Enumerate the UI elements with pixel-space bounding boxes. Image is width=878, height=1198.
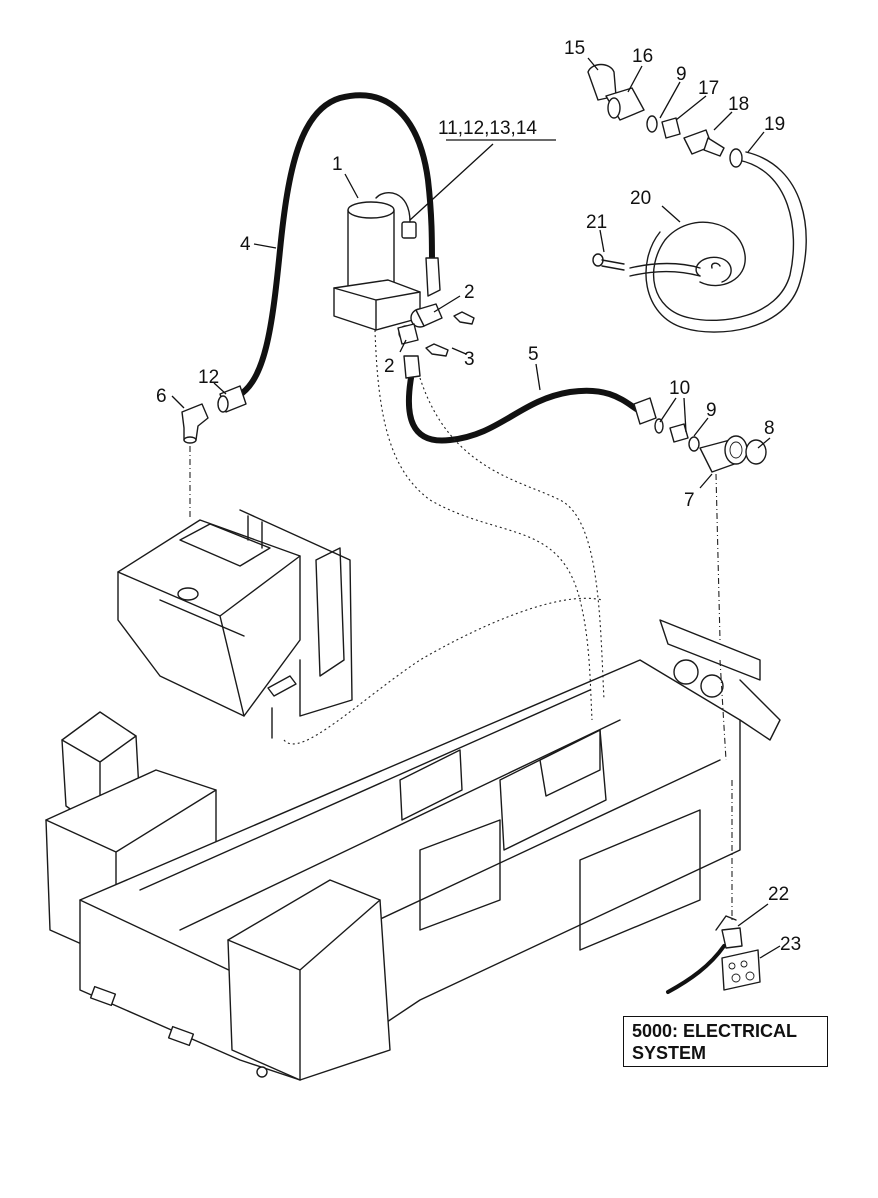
hose-5 [405,375,641,444]
fitting-2a [415,303,443,327]
elbow-6 [181,403,209,444]
callout-4: 4 [240,234,251,255]
switch-22 [666,915,743,994]
callout-22: 22 [768,884,789,905]
fitting-12 [217,385,247,413]
callout-8: 8 [764,418,775,439]
fittings-15-19 [587,63,743,168]
panel-23 [721,949,761,991]
callout-21: 21 [586,212,607,233]
fittings-7-10 [633,397,767,473]
callout-5: 5 [528,344,539,365]
routing-lines [189,329,733,920]
reference-line-2: SYSTEM [632,1043,707,1063]
callout-2b: 2 [384,356,395,377]
reference-line-1: 5000: ELECTRICAL [632,1021,798,1041]
callout-23: 23 [780,934,801,955]
callout-6: 6 [156,386,167,407]
reference-box: 5000: ELECTRICAL SYSTEM [623,1016,828,1067]
callout-1: 1 [332,154,343,175]
hose-coil-20 [629,151,807,333]
callout-11-14: 11,12,13,14 [438,118,537,139]
hose-4 [235,92,435,399]
callout-19: 19 [764,114,785,135]
callout-20: 20 [630,188,651,209]
bolt-3 [425,311,475,357]
leader-lines [171,57,781,959]
callout-9b: 9 [706,400,717,421]
fitting-2b [397,323,421,379]
bolt-21 [592,253,625,271]
callout-12: 12 [198,367,219,388]
callout-16: 16 [632,46,653,67]
callout-17: 17 [698,78,719,99]
tank-assembly [117,509,353,717]
callout-10: 10 [669,378,690,399]
callout-9a: 9 [676,64,687,85]
callout-3: 3 [464,349,475,370]
machine-frame [45,619,781,1081]
callouts: 1 11,12,13,14 2 2 3 4 5 6 12 10 9 8 7 15… [156,38,801,955]
callout-7: 7 [684,490,695,511]
pump-reservoir-1 [333,191,441,341]
callout-2a: 2 [464,282,475,303]
callout-15: 15 [564,38,585,59]
callout-18: 18 [728,94,749,115]
